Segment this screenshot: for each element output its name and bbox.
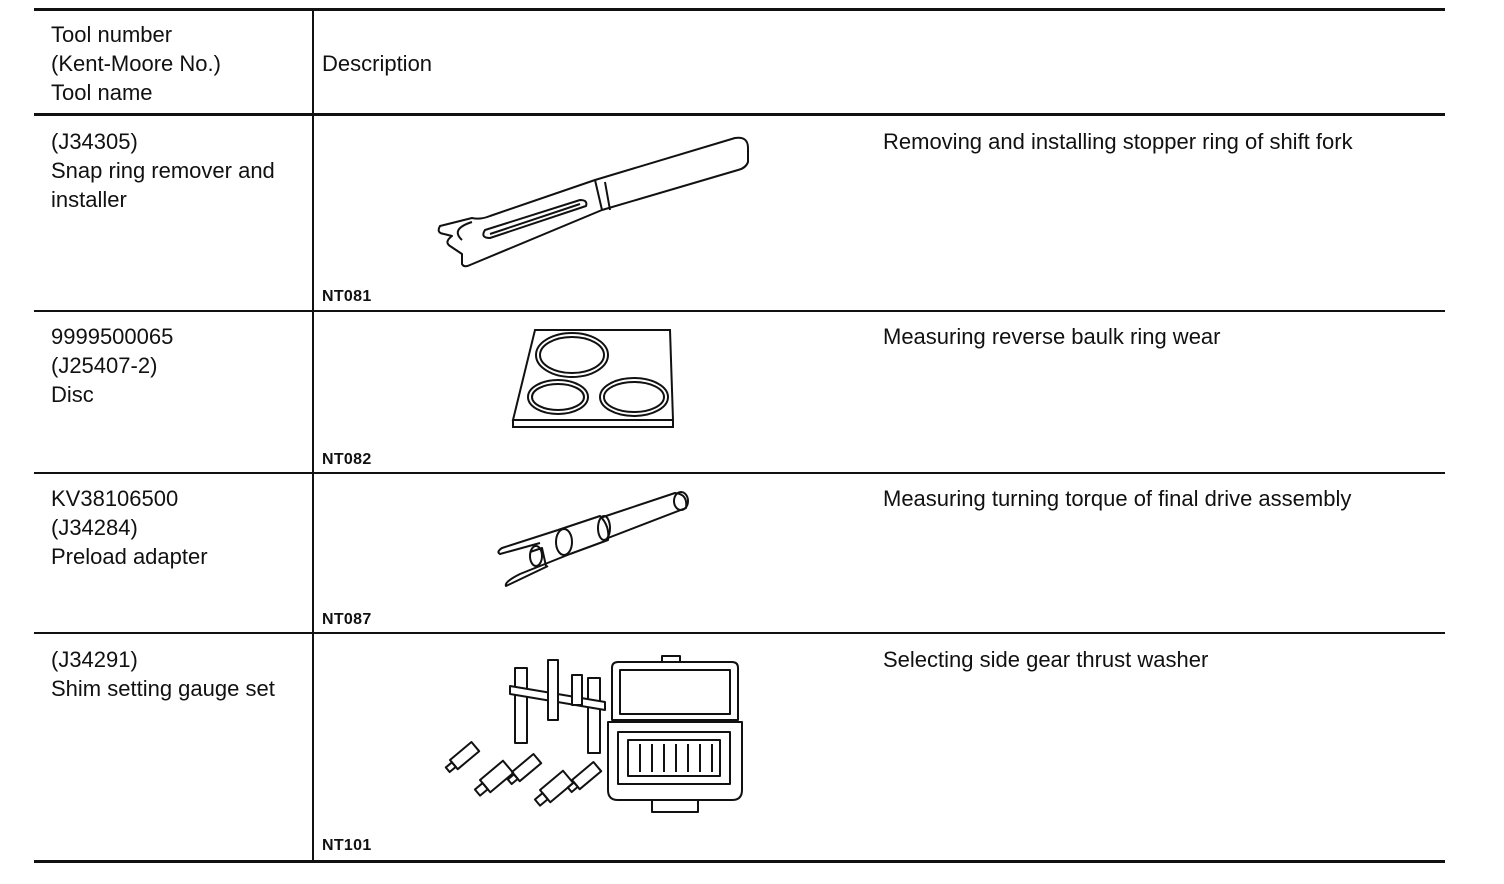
tool-name-cont: installer	[51, 187, 127, 212]
tool-number: (J34305)	[51, 129, 138, 154]
tool-name: Shim setting gauge set	[51, 676, 275, 701]
row-4-description: Selecting side gear thrust washer	[883, 647, 1209, 672]
column-divider	[312, 8, 314, 863]
row-3-description: Measuring turning torque of final drive …	[883, 486, 1352, 511]
row-1-tool-cell: (J34305) Snap ring remover and installer	[51, 127, 275, 214]
row-2-description: Measuring reverse baulk ring wear	[883, 324, 1221, 349]
header-kent-moore: (Kent-Moore No.)	[51, 51, 221, 76]
preload-adapter-illustration	[497, 491, 689, 587]
row-1-description: Removing and installing stopper ring of …	[883, 129, 1353, 154]
row-4-tool-cell: (J34291) Shim setting gauge set	[51, 645, 275, 703]
figure-code: NT087	[322, 611, 372, 628]
header-bottom-rule	[34, 113, 1445, 116]
header-description: Description	[322, 51, 433, 76]
tool-name: Snap ring remover and	[51, 158, 275, 183]
row-divider	[34, 310, 1445, 312]
disc-illustration	[511, 329, 675, 428]
row-divider	[34, 472, 1445, 474]
row-2-tool-cell: 9999500065 (J25407-2) Disc	[51, 322, 173, 409]
figure-code: NT101	[322, 837, 372, 854]
row-divider	[34, 632, 1445, 634]
tool-number: (J34291)	[51, 647, 138, 672]
table-top-rule	[34, 8, 1445, 11]
table-bottom-rule	[34, 860, 1445, 863]
tool-number: 9999500065	[51, 324, 174, 349]
tool-number: KV38106500	[51, 486, 179, 511]
figure-code: NT081	[322, 288, 372, 305]
snap-ring-remover-illustration	[437, 136, 749, 268]
row-3-tool-cell: KV38106500 (J34284) Preload adapter	[51, 484, 208, 571]
header-tool-column: Tool number (Kent-Moore No.) Tool name	[51, 20, 221, 107]
tool-name: Preload adapter	[51, 544, 208, 569]
figure-code: NT082	[322, 451, 372, 468]
header-tool-number: Tool number	[51, 22, 173, 47]
tool-kent-moore: (J34284)	[51, 515, 138, 540]
tool-name: Disc	[51, 382, 94, 407]
tool-kent-moore: (J25407-2)	[51, 353, 158, 378]
shim-gauge-set-illustration	[444, 655, 743, 813]
header-tool-name: Tool name	[51, 80, 153, 105]
